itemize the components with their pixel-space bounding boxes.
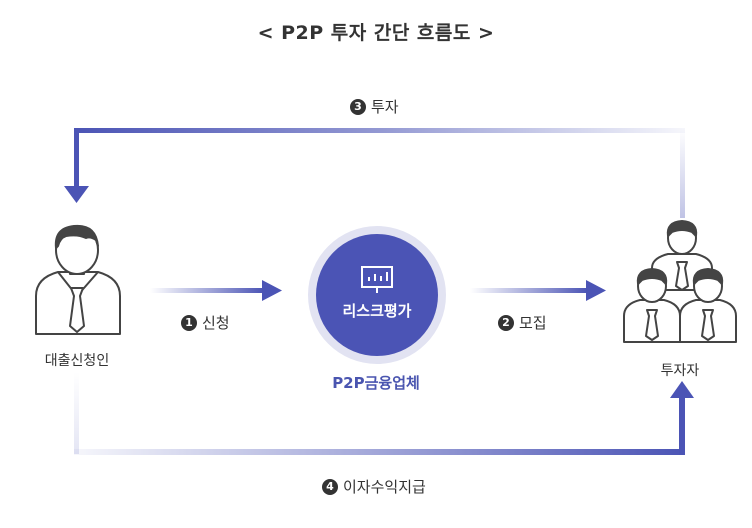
chart-board-icon — [361, 266, 393, 293]
borrower-label: 대출신청인 — [44, 353, 110, 369]
step-1-text: 신청 — [202, 314, 230, 332]
step-3-number-badge: 3 — [350, 98, 366, 115]
step-3-text: 투자 — [371, 98, 399, 116]
risk-assessment-label: 리스크평가 — [342, 302, 412, 320]
arrow-interest — [74, 372, 694, 455]
arrow-apply — [150, 280, 282, 301]
step-1-label: 1 신청 — [181, 312, 230, 333]
step-2-label: 2 모집 — [498, 312, 547, 333]
step-4-number-badge: 4 — [322, 478, 338, 495]
step-4-text: 이자수익지급 — [343, 478, 426, 496]
investors-group-icon — [623, 220, 737, 343]
arrow-invest — [64, 128, 685, 218]
step-1-number-badge: 1 — [181, 314, 197, 331]
borrower-person-icon — [35, 224, 121, 335]
investors-label: 투자자 — [660, 363, 700, 379]
step-2-text: 모집 — [519, 314, 547, 332]
step-4-label: 4 이자수익지급 — [322, 476, 426, 497]
step-3-label: 3 투자 — [350, 96, 399, 117]
step-2-number-badge: 2 — [498, 314, 514, 331]
arrow-recruit — [470, 280, 606, 301]
risk-circle — [316, 234, 438, 356]
diagram-title: < P2P 투자 간단 흐름도 > — [257, 22, 495, 44]
platform-name: P2P금융업체 — [332, 374, 420, 392]
